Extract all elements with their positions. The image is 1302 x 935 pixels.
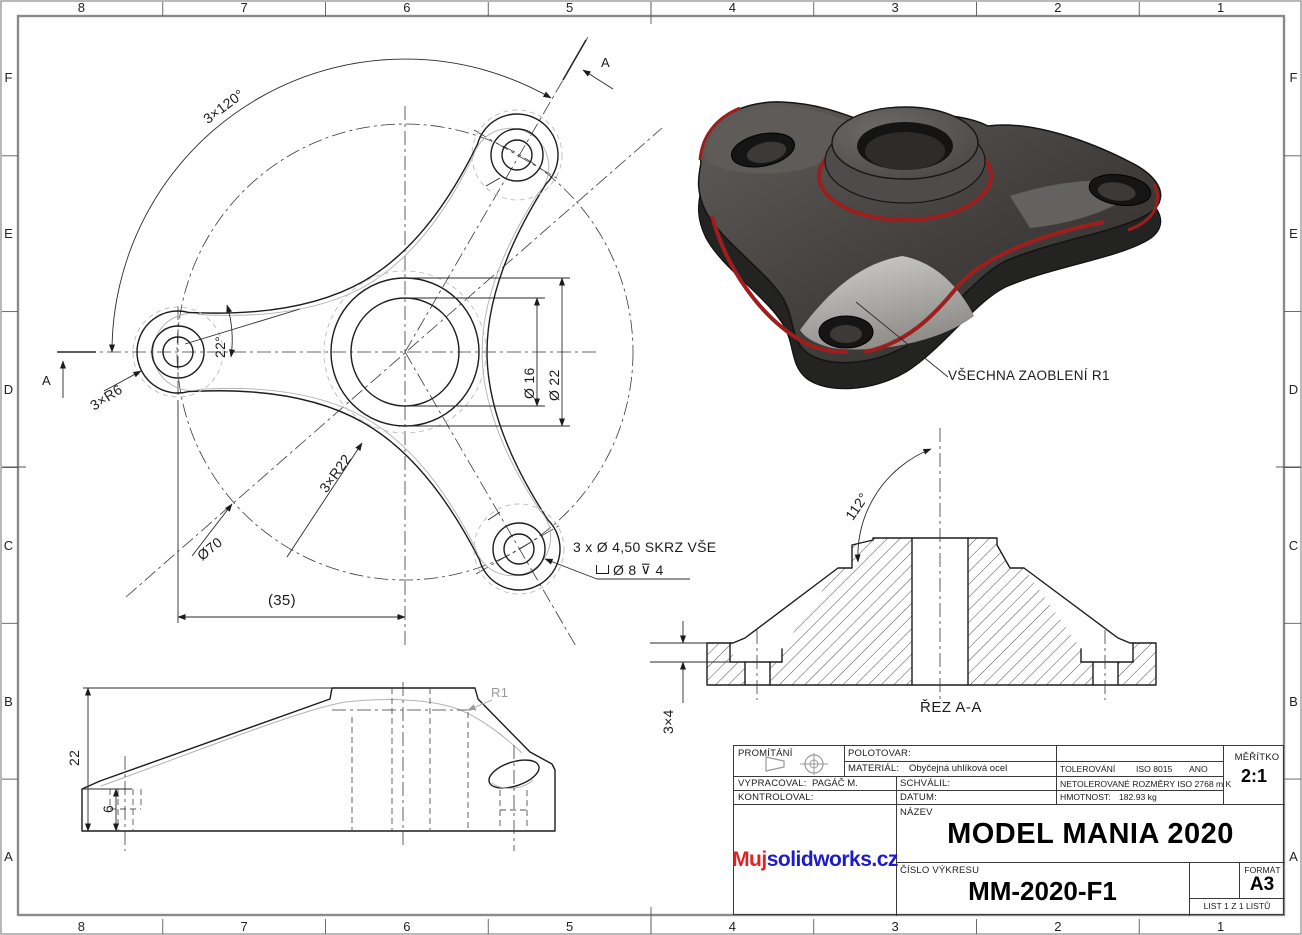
material-label: MATERIÁL: [848, 763, 900, 774]
netolerovane-text: NETOLEROVANÉ ROZMĚRY ISO 2768 m K [1060, 779, 1232, 789]
hole-callout-line1: 3 x Ø 4,50 SKRZ VŠE [573, 539, 717, 555]
dim-arm-angle: 22° [212, 335, 228, 358]
border-ticks-right [1284, 155, 1301, 780]
grid-col-label: 8 [77, 919, 85, 934]
grid-col-label: 2 [1054, 919, 1062, 934]
hole-callout-line2: Ø 8 ⊽ 4 [596, 561, 664, 578]
dim-side-base: 6 [100, 804, 116, 813]
dim-section-cbore: 3×4 [660, 709, 676, 734]
datum-label: DATUM: [900, 792, 937, 803]
grid-row-label: F [1289, 70, 1298, 86]
polotovar-label: POLOTOVAR: [848, 748, 911, 759]
border-ticks-left [2, 155, 18, 780]
iso-hole-bottom [818, 315, 874, 349]
grid-row-label: E [1289, 226, 1298, 242]
grid-row-label: B [4, 693, 13, 709]
material-value: Obyčejná uhlíková ocel [909, 763, 1008, 774]
drawing-title: MODEL MANIA 2020 [947, 818, 1234, 850]
grid-col-label: 5 [566, 919, 574, 934]
grid-row-label: B [1289, 693, 1298, 709]
meritko-value: 2:1 [1240, 766, 1267, 786]
format-value: A3 [1249, 874, 1275, 895]
sheet-count: LIST 1 Z 1 LISTŮ [1203, 901, 1271, 911]
lobe-bottom-right [473, 503, 565, 595]
grid-col-label: 1 [1217, 0, 1225, 15]
section-view-label: ŘEZ A-A [920, 699, 982, 716]
grid-col-label: 5 [566, 0, 574, 15]
kontroloval-label: KONTROLOVAL: [738, 792, 814, 803]
dim-ref-width: (35) [268, 592, 296, 609]
grid-col-label: 8 [77, 0, 85, 15]
logo-part2: solidworks.cz [766, 848, 899, 871]
hmotnost-value: 182.93 kg [1119, 792, 1157, 802]
section-label-left: A [42, 373, 51, 388]
promitani-label: PROMÍTÁNÍ [738, 748, 793, 759]
logo-part1: Muj [732, 848, 767, 871]
iso-hole-right [1088, 174, 1152, 206]
hole-callout-cbore-dia: Ø 8 [613, 561, 637, 578]
dim-side-fillet: R1 [491, 685, 509, 700]
grid-row-label: D [1288, 381, 1299, 397]
vypracoval-label: VYPRACOVAL: [738, 778, 807, 789]
section-label-top: A [601, 55, 610, 70]
counterbore-icon [596, 565, 609, 574]
section-view [650, 428, 1157, 703]
grid-col-label: 2 [1054, 0, 1062, 15]
dim-boss-diameter: Ø 22 [546, 369, 562, 401]
vypracoval-value: PAGÁČ M. [812, 778, 858, 789]
iso-hole-top-left [731, 132, 795, 168]
grid-col-label: 3 [891, 0, 899, 15]
fillet-note: VŠECHNA ZAOBLENÍ R1 [948, 368, 1110, 383]
border-ticks-bottom [162, 919, 1140, 934]
cislo-label: ČÍSLO VÝKRESU [900, 865, 980, 876]
hmotnost-label: HMOTNOST: [1060, 792, 1111, 802]
grid-row-label: A [4, 849, 13, 865]
hole-callout-depth: 4 [655, 561, 664, 578]
drawing-number: MM-2020-F1 [968, 876, 1117, 906]
nazev-label: NÁZEV [900, 807, 933, 818]
grid-row-label: F [4, 70, 13, 86]
grid-col-label: 4 [728, 919, 736, 934]
grid-col-label: 6 [403, 919, 411, 934]
grid-row-label: A [1289, 849, 1298, 865]
tolerovani-flag: ANO [1189, 764, 1208, 774]
format-label: FORMÁT [1244, 865, 1281, 875]
projection-symbol-icon [765, 753, 828, 775]
grid-col-label: 1 [1217, 919, 1225, 934]
front-view [57, 36, 690, 649]
meritko-label: MĚŘÍTKO [1234, 752, 1280, 763]
iso-view [697, 101, 1162, 390]
grid-row-label: C [1288, 537, 1299, 553]
lobe-top-right [471, 109, 563, 201]
tolerovani-standard: ISO 8015 [1136, 764, 1173, 774]
grid-row-label: C [3, 537, 14, 553]
grid-col-label: 4 [728, 0, 736, 15]
grid-col-label: 6 [403, 0, 411, 15]
dim-side-height: 22 [66, 749, 82, 766]
schvalil-label: SCHVÁLIL: [900, 778, 951, 789]
title-block: PROMÍTÁNÍ POLOTOVAR: MATERIÁL: Obyčejná … [732, 745, 1285, 916]
grid-col-label: 3 [891, 919, 899, 934]
tolerovani-label: TOLEROVÁNÍ [1060, 764, 1116, 774]
grid-col-label: 7 [240, 0, 248, 15]
border-ticks-top [162, 2, 1140, 16]
grid-row-label: D [3, 381, 14, 397]
depth-icon: ⊽ [640, 561, 652, 577]
grid-col-label: 7 [240, 919, 248, 934]
dim-bore-diameter: Ø 16 [521, 367, 537, 399]
side-view [81, 682, 556, 851]
grid-row-label: E [4, 226, 13, 242]
